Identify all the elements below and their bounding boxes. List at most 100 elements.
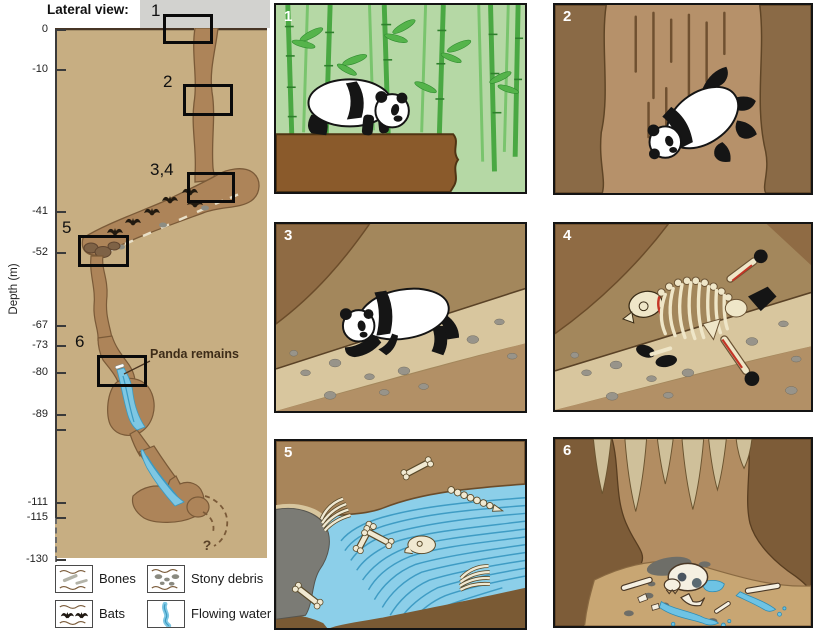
marker-label-1: 1 xyxy=(151,1,161,20)
marker-box-1 xyxy=(163,14,213,44)
depth-tick-label: 0 xyxy=(41,23,48,35)
ribs xyxy=(659,281,729,341)
marker-box-5 xyxy=(78,235,129,267)
panda-remains-spot xyxy=(114,363,125,370)
grey-rock xyxy=(276,507,330,620)
depth-tick-label: -52 xyxy=(32,246,48,258)
panel-6: 6 xyxy=(553,437,813,628)
flowing-water xyxy=(116,367,185,507)
panel-number: 2 xyxy=(563,8,572,25)
jaw-bone xyxy=(680,592,706,607)
axis-tick xyxy=(56,345,66,347)
deposited-remains xyxy=(620,556,787,626)
depth-tick-label: -41 xyxy=(32,205,48,217)
axis-tick xyxy=(56,372,66,374)
legend-key-bones xyxy=(55,565,93,593)
cliff-ground xyxy=(276,133,460,192)
panel-2: 2 xyxy=(553,3,813,195)
stalactites xyxy=(592,439,753,512)
depth-tick-label: -67 xyxy=(32,319,48,331)
axis-tick xyxy=(56,414,66,416)
lower-bank-left xyxy=(276,614,328,628)
transported-bones xyxy=(291,456,505,610)
floor-mound xyxy=(583,560,811,626)
legend-label-flowing-water: Flowing water xyxy=(191,606,272,621)
bamboo-forest-scene xyxy=(276,5,525,192)
chamber-wall-right xyxy=(747,439,811,593)
cave-wall xyxy=(276,224,371,325)
cave-floor xyxy=(276,288,525,411)
axis-tick xyxy=(56,429,66,431)
bamboo-stalks xyxy=(285,5,521,172)
depth-tick-label: -73 xyxy=(32,339,48,351)
marker-box-2 xyxy=(183,84,233,116)
falling-shaft-scene xyxy=(555,5,811,193)
legend-label-bats: Bats xyxy=(99,606,126,621)
carcass-scene xyxy=(276,224,525,411)
bamboo-leaves xyxy=(291,19,519,108)
shaft-wall-right xyxy=(759,5,811,193)
panel-3: 3 xyxy=(274,222,527,413)
axis-tick xyxy=(56,211,66,213)
panel-1: 1 xyxy=(274,3,527,194)
bats-icon xyxy=(59,604,89,625)
axis-tick xyxy=(56,502,66,504)
marker-label-5: 5 xyxy=(62,218,72,237)
vertebral-column xyxy=(447,486,505,512)
figure-title: Lateral view: xyxy=(47,2,129,17)
depth-tick-label: -10 xyxy=(32,63,48,75)
lower-bank xyxy=(330,587,525,628)
pebbles xyxy=(570,320,802,401)
panel-number: 4 xyxy=(563,227,572,244)
depth-tick-label: -80 xyxy=(32,366,48,378)
skull-bone xyxy=(404,535,436,555)
panel-4: 4 xyxy=(553,222,813,412)
axis-tick xyxy=(56,69,66,71)
bones-icon xyxy=(59,569,88,590)
cave-floor xyxy=(555,292,811,410)
cave-diagram-svg: ? xyxy=(55,28,267,558)
unexplored-continuation xyxy=(202,495,229,547)
depth-tick-label: -89 xyxy=(32,408,48,420)
axis-tick xyxy=(56,252,66,254)
legend-label-bones: Bones xyxy=(99,571,136,586)
axis-tick xyxy=(56,559,66,561)
depth-axis xyxy=(55,29,57,518)
legend-key-stony-debris xyxy=(147,565,185,593)
marker-box-3-4 xyxy=(187,172,235,203)
final-deposit-scene xyxy=(555,439,811,626)
marker-label-6: 6 xyxy=(75,332,85,351)
axis-tick xyxy=(56,29,66,31)
legend-key-bats xyxy=(55,600,93,628)
panel-number: 1 xyxy=(284,8,293,25)
marker-label-3-4: 3,4 xyxy=(150,160,174,179)
cave-wall-corner xyxy=(766,224,811,266)
floor-edge xyxy=(555,346,811,410)
question-mark: ? xyxy=(203,537,212,553)
falling-panda xyxy=(647,66,757,163)
water-transport-scene xyxy=(276,441,525,628)
axis-tick xyxy=(56,517,66,519)
bats xyxy=(107,188,203,236)
panel-number: 3 xyxy=(284,227,293,244)
panel-5: 5 xyxy=(274,439,527,630)
marker-box-6 xyxy=(97,355,147,387)
shaft-wall-left xyxy=(555,5,607,193)
panda-remains-label: Panda remains xyxy=(150,347,239,361)
panel-number: 6 xyxy=(563,442,572,459)
cave-wall xyxy=(555,224,670,335)
panel-number: 5 xyxy=(284,444,293,461)
depth-tick-label: -111 xyxy=(27,496,48,508)
marker-label-2: 2 xyxy=(163,72,173,91)
floor-edge xyxy=(276,343,525,411)
dead-panda xyxy=(339,287,460,358)
water-trickles xyxy=(658,579,787,626)
panda xyxy=(307,78,410,136)
flowing-water-icon xyxy=(162,601,172,627)
depth-axis-dashed xyxy=(55,518,57,562)
legend-key-flowing-water xyxy=(147,600,185,628)
depth-tick-label: -130 xyxy=(25,553,48,565)
pocket-boulders xyxy=(83,241,121,258)
depth-axis-label: Depth (m) xyxy=(8,263,20,315)
